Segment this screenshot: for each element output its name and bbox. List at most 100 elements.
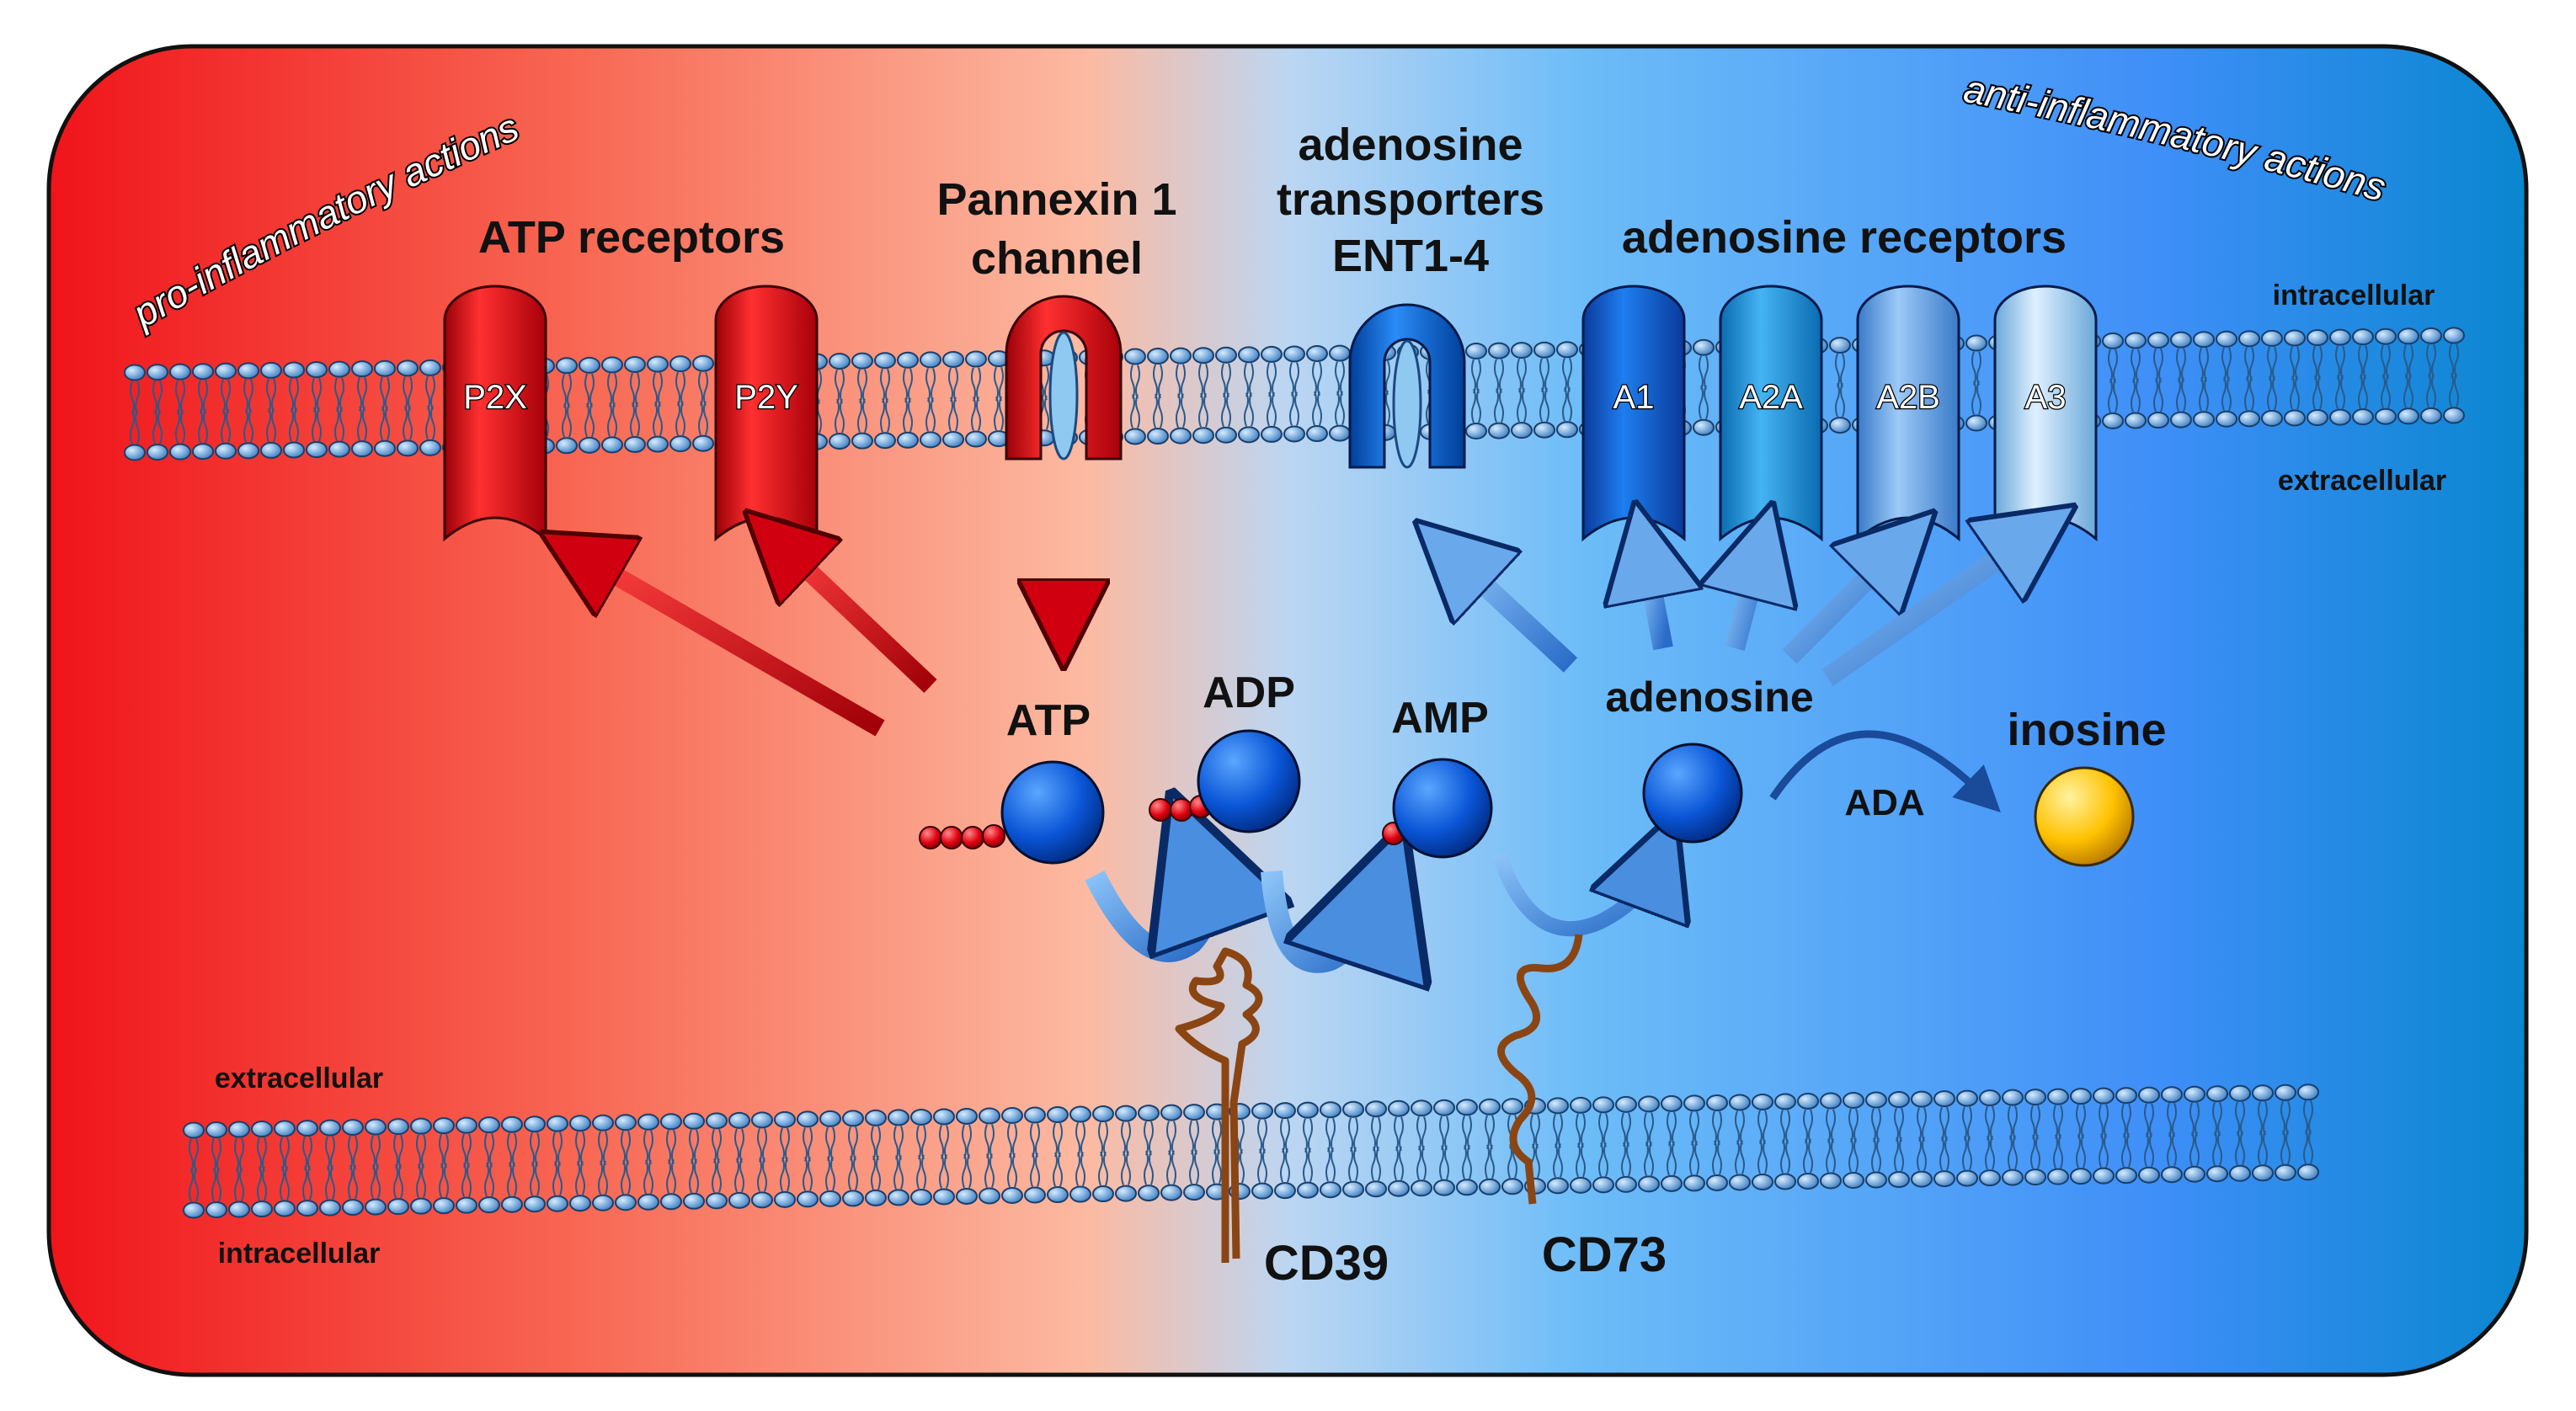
lipid-head <box>956 1187 978 1205</box>
lipid-tail <box>1335 361 1345 425</box>
lipid-head <box>365 1198 387 1216</box>
lipid-head <box>579 436 600 454</box>
lipid-head <box>274 1120 296 1137</box>
lipid-tail <box>1221 363 1231 428</box>
a2b-label: A2B <box>1876 379 1940 416</box>
lipid-tail <box>2235 1101 2245 1166</box>
lipid-head <box>328 440 350 458</box>
cd73-label: CD73 <box>1542 1227 1667 1282</box>
lipid-tail <box>1848 1108 1859 1173</box>
lipid-tail <box>2212 1101 2222 1166</box>
lipid-head <box>351 360 373 378</box>
lipid-head <box>2238 330 2260 348</box>
lipid-tail <box>380 376 390 441</box>
lipid-head <box>1283 345 1305 363</box>
lipid-tail <box>1053 1122 1063 1187</box>
adenosine-molecule: adenosine <box>1605 674 1814 844</box>
transporters-heading-line3: ENT1-4 <box>1332 231 1489 281</box>
lipid-head <box>2115 1167 2137 1185</box>
lipid-tail <box>1962 1106 1972 1170</box>
lipid-head <box>1251 1182 1273 1200</box>
lipid-tail <box>416 1134 426 1198</box>
lipid-tail <box>1007 1123 1017 1188</box>
lipid-head <box>751 1111 773 1129</box>
lipid-head <box>601 356 623 374</box>
lipid-head <box>2138 1166 2160 1184</box>
lipid-tail <box>221 379 231 444</box>
top-extracellular-label: extracellular <box>2278 465 2446 497</box>
lipid-tail <box>1735 1110 1745 1174</box>
lipid-head <box>251 1121 273 1138</box>
lipid-tail <box>1267 362 1277 427</box>
lipid-head <box>2193 411 2215 429</box>
lipid-tail <box>1835 353 1845 418</box>
lipid-head <box>1706 1174 1728 1191</box>
lipid-head <box>851 432 873 450</box>
lipid-head <box>1479 1098 1501 1115</box>
lipid-head <box>842 1190 864 1207</box>
lipid-tail <box>757 1128 767 1192</box>
lipid-head <box>942 350 964 368</box>
lipid-head <box>205 1201 227 1219</box>
lipid-head <box>920 351 941 369</box>
lipid-tail <box>2053 1105 2063 1169</box>
lipid-tail <box>1576 1113 1586 1178</box>
adenosine-receptors-heading: adenosine receptors <box>1622 212 2067 263</box>
lipid-head <box>2261 329 2283 347</box>
adenosine-to-a3-arrow <box>1821 535 2034 686</box>
lipid-head <box>2229 1164 2251 1182</box>
lipid-head <box>1511 422 1533 439</box>
lipid-head <box>1888 1171 1910 1189</box>
lipid-head <box>910 1108 932 1126</box>
p2x-label: P2X <box>463 379 527 416</box>
lipid-head <box>1069 1105 1091 1123</box>
lipid-head <box>601 436 623 454</box>
lipid-tail <box>507 1132 517 1197</box>
lipid-head <box>1843 1092 1864 1110</box>
lipid-head <box>306 441 328 459</box>
lipid-head <box>683 1192 705 1210</box>
lipid-tail <box>1939 1106 1949 1171</box>
lipid-head <box>283 361 305 379</box>
lipid-head <box>910 1188 932 1206</box>
lipid-tail <box>1699 355 1709 420</box>
lipid-head <box>1592 1096 1614 1114</box>
lipid-head <box>2206 1085 2228 1103</box>
lipid-head <box>1965 334 1987 352</box>
lipid-head <box>1320 1101 1341 1119</box>
lipid-tail <box>1553 1114 1563 1178</box>
lipid-head <box>2170 411 2192 429</box>
lipid-tail <box>1803 1109 1813 1174</box>
lipid-head <box>251 1201 273 1218</box>
lipid-head <box>1215 346 1237 364</box>
lipid-tail <box>1289 362 1299 426</box>
lipid-head <box>1911 1090 1933 1108</box>
lipid-tail <box>698 371 708 436</box>
lipid-head <box>1979 1089 2001 1107</box>
lipid-tail <box>903 368 913 433</box>
lipid-head <box>397 359 419 377</box>
lipid-tail <box>1394 1116 1404 1181</box>
lipid-head <box>797 1190 819 1208</box>
lipid-tail <box>1144 1121 1154 1185</box>
lipid-head <box>592 1194 614 1211</box>
lipid-tail <box>2076 1104 2086 1169</box>
lipid-tail <box>584 373 595 438</box>
lipid-head <box>547 1195 568 1212</box>
lipid-tail <box>893 1126 904 1190</box>
lipid-tail <box>243 379 253 443</box>
lipid-head <box>706 1192 728 1210</box>
atp-label: ATP <box>1006 696 1091 745</box>
lipid-tail <box>1780 1110 1790 1174</box>
lipid-head <box>2238 410 2260 428</box>
lipid-head <box>1465 343 1487 360</box>
lipid-head <box>1693 418 1715 436</box>
lipid-head <box>2024 1169 2046 1186</box>
lipid-head <box>2147 412 2169 429</box>
lipid-tail <box>2167 1102 2177 1167</box>
lipid-head <box>2443 407 2465 424</box>
amp-to-adenosine-arrow <box>1491 855 1655 937</box>
lipid-tail <box>1689 1111 1699 1175</box>
lipid-head <box>1024 1186 1046 1204</box>
lipid-tail <box>962 1124 972 1189</box>
